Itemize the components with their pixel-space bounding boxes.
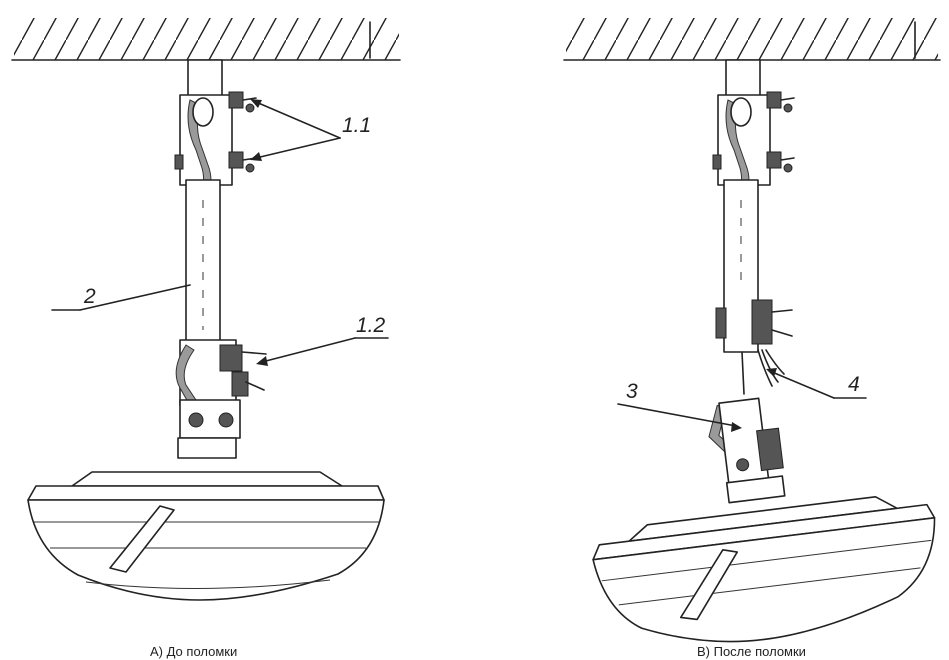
label-2: 2	[83, 285, 96, 308]
figure-b: 3 4 В) После поломки	[563, 18, 941, 659]
lamp-a	[27, 437, 385, 601]
rod-a	[185, 179, 221, 346]
lamp-b	[592, 397, 936, 643]
label-3: 3	[626, 380, 638, 403]
top-bracket-b	[712, 59, 795, 227]
bottom-bracket-a	[175, 339, 267, 439]
rod-b	[715, 179, 793, 395]
label-1-2: 1.2	[356, 314, 386, 337]
label-1-1: 1.1	[342, 114, 371, 137]
caption-b: В) После поломки	[697, 644, 806, 659]
label-4: 4	[848, 373, 860, 396]
ceiling-b	[563, 18, 941, 61]
leaders-b	[617, 368, 867, 432]
figure-a: 1.1 2 1.2 А) До поломки	[11, 18, 401, 659]
ceiling-a	[11, 18, 401, 61]
caption-a: А) До поломки	[150, 644, 237, 659]
top-bracket-a	[174, 59, 257, 227]
leaders-a	[51, 99, 389, 366]
